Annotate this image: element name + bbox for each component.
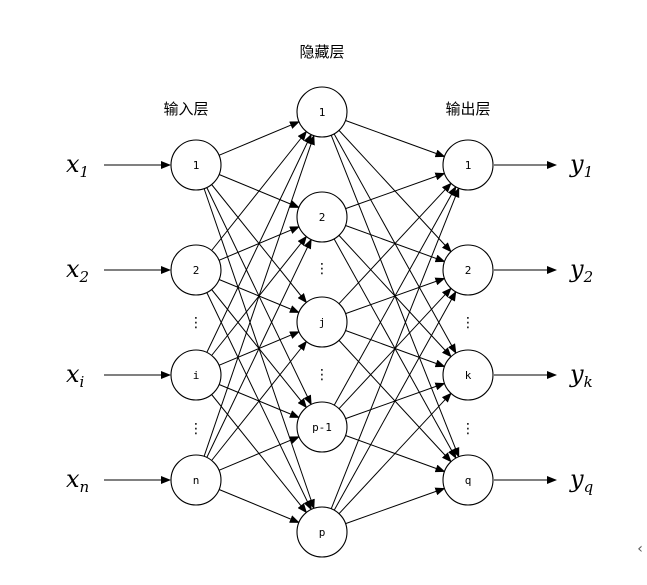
input-node-label: 1 <box>193 159 200 172</box>
hidden-node-label: 1 <box>319 106 326 119</box>
ellipsis-dots: ⋮ <box>461 315 475 331</box>
ellipsis-dots: ⋮ <box>315 367 329 383</box>
output-node-label: k <box>465 369 472 382</box>
input-node-circle <box>170 244 222 296</box>
output-variable-label: yq <box>569 465 593 496</box>
input-hidden-edge-3-1 <box>206 238 312 458</box>
output-layer-title: 输出层 <box>445 100 490 118</box>
input-variable-label: x1 <box>66 150 89 181</box>
input-hidden-edge-3-0 <box>203 134 315 457</box>
input-node: 2 <box>170 244 222 296</box>
input-variable-label: x2 <box>66 255 89 286</box>
ellipsis-dots: ⋮ <box>189 315 203 331</box>
hidden-node-circle <box>296 506 348 558</box>
hidden-node: 2 <box>296 191 348 243</box>
hidden-node-label: p-1 <box>312 421 332 434</box>
hidden-output-edge-3-0 <box>333 185 457 406</box>
input-node-label: n <box>193 474 200 487</box>
output-node-label: q <box>465 474 472 487</box>
hidden-node-circle <box>296 191 348 243</box>
ellipsis-dots: ⋮ <box>315 261 329 277</box>
neuron-nodes: 1 2 i n 1 2 j p-1 p 1 2 k q <box>170 86 494 558</box>
hidden-output-edge-2-0 <box>338 182 452 305</box>
hidden-node-circle <box>296 296 348 348</box>
hidden-node-label: p <box>319 526 326 539</box>
input-node-circle <box>170 454 222 506</box>
input-hidden-edge-1-0 <box>211 130 308 251</box>
hidden-output-edge-1-0 <box>345 172 446 210</box>
output-node: 1 <box>442 139 494 191</box>
hidden-node: p-1 <box>296 401 348 453</box>
input-variable-label: xn <box>66 465 89 496</box>
hidden-node: 1 <box>296 86 348 138</box>
output-node-label: 1 <box>465 159 472 172</box>
hidden-node-label: 2 <box>319 211 326 224</box>
hidden-output-edge-4-0 <box>330 187 460 509</box>
output-node: k <box>442 349 494 401</box>
input-node-label: 2 <box>193 264 200 277</box>
output-node-circle <box>442 349 494 401</box>
hidden-node: j <box>296 296 348 348</box>
output-variable-label: yk <box>569 360 593 391</box>
input-hidden-edge-0-0 <box>218 121 300 156</box>
output-node: q <box>442 454 494 506</box>
hidden-output-edge-4-2 <box>338 392 452 515</box>
hidden-output-edge-4-1 <box>333 290 457 511</box>
input-hidden-edge-3-2 <box>211 340 308 461</box>
input-hidden-edge-2-0 <box>206 133 312 353</box>
ellipsis-dots: ⋮ <box>461 421 475 437</box>
input-hidden-edge-3-3 <box>218 436 300 471</box>
input-node-circle <box>170 349 222 401</box>
hidden-output-edge-4-3 <box>345 487 446 525</box>
hidden-node-label: j <box>319 316 326 329</box>
io-arrows <box>104 161 557 484</box>
hidden-output-edge-0-0 <box>345 120 446 158</box>
output-variable-label: y2 <box>569 255 593 286</box>
input-node: i <box>170 349 222 401</box>
input-hidden-edge-3-4 <box>218 489 300 523</box>
output-node-circle <box>442 244 494 296</box>
corner-chevron-icon[interactable]: ‹ <box>637 541 643 557</box>
output-variable-label: y1 <box>569 150 593 181</box>
ellipsis-marks: ⋮ ⋮ ⋮ ⋮ ⋮ ⋮ <box>189 261 475 437</box>
hidden-node: p <box>296 506 348 558</box>
input-node-circle <box>170 139 222 191</box>
input-node: 1 <box>170 139 222 191</box>
input-layer-title: 输入层 <box>163 100 208 118</box>
hidden-node-circle <box>296 86 348 138</box>
input-node: n <box>170 454 222 506</box>
output-node-circle <box>442 454 494 506</box>
hidden-node-circle <box>296 401 348 453</box>
output-node-label: 2 <box>465 264 472 277</box>
ellipsis-dots: ⋮ <box>189 421 203 437</box>
output-node-circle <box>442 139 494 191</box>
hidden-layer-title: 隐藏层 <box>299 43 344 61</box>
input-node-label: i <box>193 369 200 382</box>
connection-edges <box>203 120 460 525</box>
input-variable-label: xi <box>66 360 85 391</box>
output-node: 2 <box>442 244 494 296</box>
